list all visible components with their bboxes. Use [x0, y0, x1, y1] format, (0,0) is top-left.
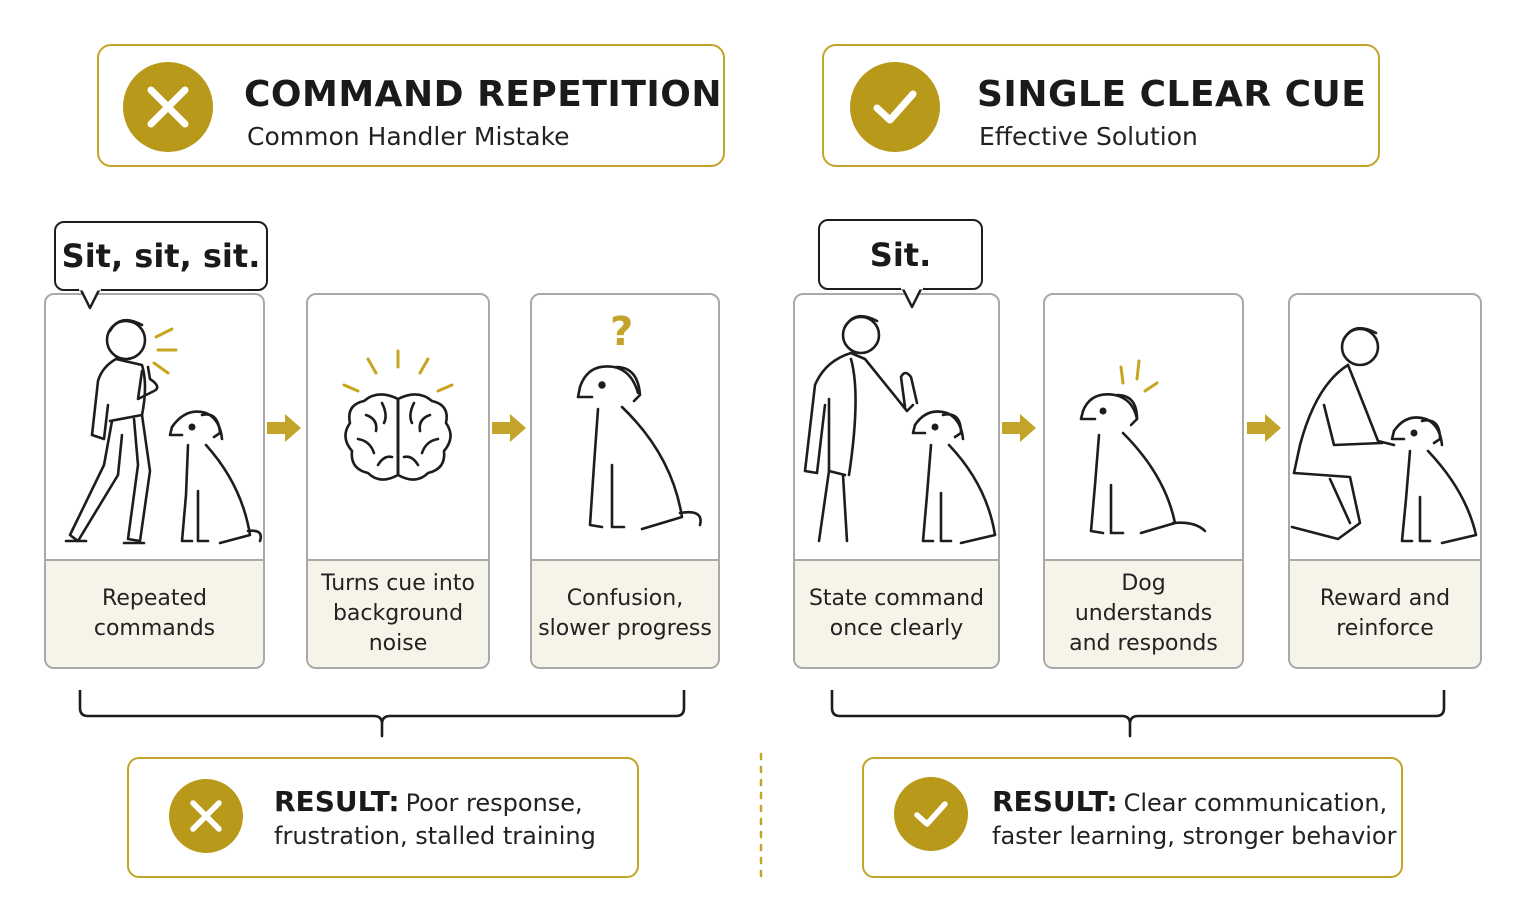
header-subtitle: Effective Solution: [979, 122, 1198, 151]
check-icon: [894, 777, 968, 851]
confused-dog-illustration: [576, 365, 702, 531]
result-label: RESULT:: [992, 785, 1118, 818]
step-panel-background-noise: Turns cue into background noise: [306, 293, 490, 669]
result-text: RESULT:Clear communication, faster learn…: [992, 785, 1396, 853]
step-panel-dog-responds: Dog understands and responds: [1043, 293, 1244, 669]
step-panel-confusion: ? Confusion, slower progress: [530, 293, 720, 669]
result-line2: frustration, stalled training: [274, 822, 596, 850]
result-box-poor: RESULT:Poor response, frustration, stall…: [127, 757, 639, 878]
step-caption: Reward and reinforce: [1290, 559, 1480, 667]
step-panel-reward: Reward and reinforce: [1288, 293, 1482, 669]
header-title: COMMAND REPETITION: [244, 74, 723, 115]
person-hand-signal-illustration: [803, 314, 997, 545]
divider-dotted: [759, 752, 763, 882]
question-mark-icon: ?: [610, 309, 634, 355]
group-brace-left: [78, 690, 686, 738]
result-line1: Poor response,: [405, 789, 583, 817]
step-caption: Confusion, slower progress: [532, 559, 718, 667]
group-brace-right: [830, 690, 1446, 738]
arrow-right-icon: [1002, 414, 1036, 442]
header-command-repetition: COMMAND REPETITION Common Handler Mistak…: [97, 44, 725, 167]
brain-icon: [342, 349, 454, 481]
step-panel-repeated-commands: Repeated commands: [44, 293, 265, 669]
arrow-right-icon: [267, 414, 301, 442]
speech-bubble-tail: [78, 286, 102, 310]
result-text: RESULT:Poor response, frustration, stall…: [274, 785, 596, 853]
result-line2: faster learning, stronger behavior: [992, 822, 1397, 850]
step-panel-state-once: State command once clearly: [793, 293, 1000, 669]
result-box-clear: RESULT:Clear communication, faster learn…: [862, 757, 1403, 878]
step-caption: Turns cue into background noise: [308, 559, 488, 667]
x-icon: [123, 62, 213, 152]
result-line1: Clear communication,: [1123, 789, 1388, 817]
step-caption: Dog understands and responds: [1045, 559, 1242, 667]
person-repeating-command-illustration: [64, 318, 263, 545]
result-label: RESULT:: [274, 785, 400, 818]
step-caption: Repeated commands: [46, 559, 263, 667]
x-icon: [169, 779, 243, 853]
header-title: SINGLE CLEAR CUE: [977, 74, 1367, 115]
arrow-right-icon: [1247, 414, 1281, 442]
speech-bubble-single: Sit.: [818, 219, 983, 290]
check-icon: [850, 62, 940, 152]
speech-bubble-repeated: Sit, sit, sit.: [54, 221, 268, 291]
step-caption: State command once clearly: [795, 559, 998, 667]
header-single-clear-cue: SINGLE CLEAR CUE Effective Solution: [822, 44, 1380, 167]
person-rewarding-dog-illustration: [1290, 326, 1478, 545]
attentive-dog-illustration: [1079, 359, 1207, 535]
header-subtitle: Common Handler Mistake: [247, 122, 570, 151]
arrow-right-icon: [492, 414, 526, 442]
speech-bubble-tail: [900, 285, 924, 309]
